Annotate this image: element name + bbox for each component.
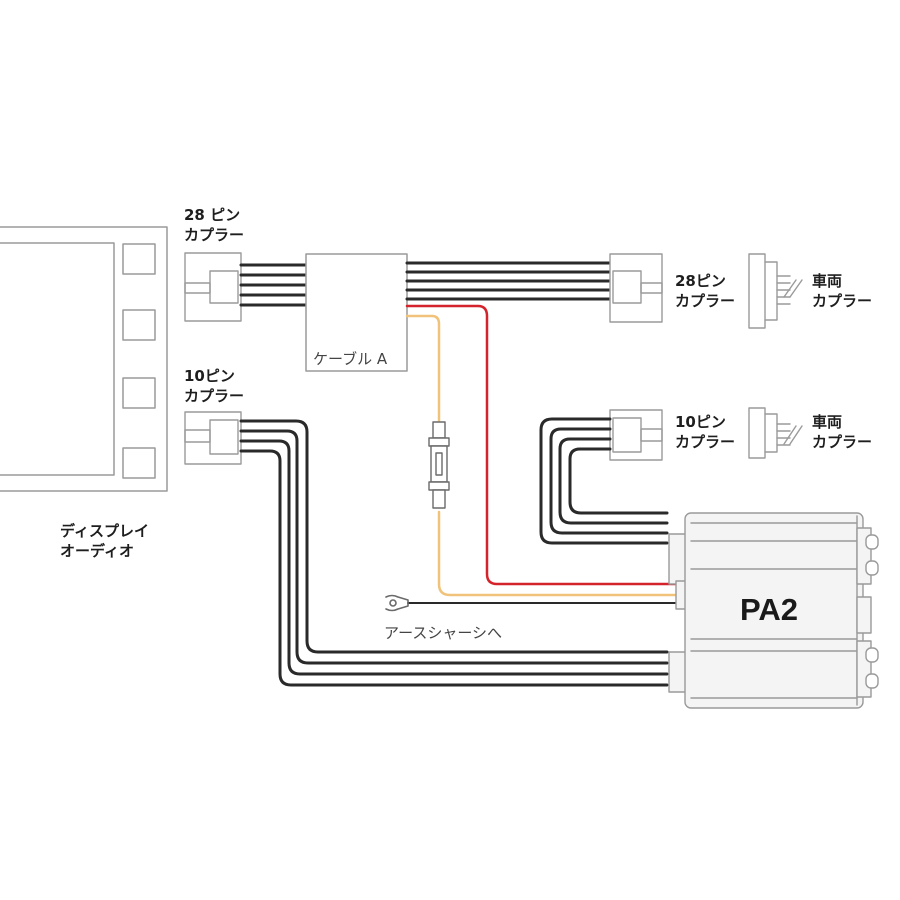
ground-terminal [385, 594, 409, 612]
harness-28pin-left [239, 263, 308, 307]
label-vehicle-2-line1: 車両 [812, 413, 843, 431]
label-28pin-right-line2: カプラー [675, 292, 736, 310]
cable-a-box [305, 253, 408, 372]
inline-fuse [428, 421, 450, 509]
coupler-28pin-left [184, 252, 242, 322]
harness-10pin-right [539, 417, 669, 545]
label-display-audio-line1: ディスプレイ [60, 522, 149, 540]
display-audio-unit [0, 226, 168, 492]
label-10pin-left-line1: 10ピン [184, 367, 235, 385]
label-vehicle-1-line1: 車両 [812, 272, 843, 290]
red-wire [405, 304, 678, 586]
label-10pin-right-line2: カプラー [675, 433, 736, 451]
label-10pin-right-line1: 10ピン [675, 413, 726, 431]
label-28pin-left-line2: カプラー [184, 226, 245, 244]
label-display-audio-line2: オーディオ [60, 542, 134, 560]
label-cable-a: ケーブル A [313, 350, 388, 368]
label-28pin-right-line1: 28ピン [675, 272, 726, 290]
coupler-28pin-right [609, 253, 663, 323]
label-10pin-left-line2: カプラー [184, 387, 245, 405]
harness-28pin-right [405, 261, 612, 301]
yellow-wire [405, 314, 678, 597]
vehicle-coupler-2 [748, 407, 803, 459]
label-pa2: PA2 [740, 592, 799, 627]
coupler-10pin-left [184, 411, 242, 465]
label-vehicle-2-line2: カプラー [812, 433, 873, 451]
pa2-device [668, 512, 879, 709]
harness-10pin-left [239, 419, 669, 687]
vehicle-coupler-1 [748, 253, 803, 329]
label-vehicle-1-line2: カプラー [812, 292, 873, 310]
coupler-10pin-right [609, 409, 663, 461]
label-28pin-left-line1: 28 ピン [184, 206, 241, 224]
label-ground: アースシャーシへ [384, 624, 503, 642]
